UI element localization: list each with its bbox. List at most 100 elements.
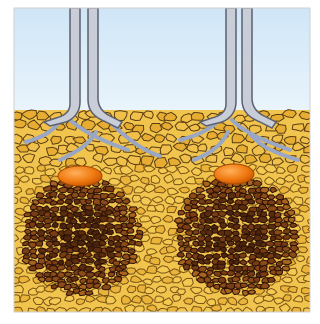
soil-grain — [20, 316, 30, 324]
soil-grain — [100, 319, 111, 324]
aggregate-grain — [260, 187, 269, 193]
aggregate-grain — [196, 187, 204, 192]
aggregate-grain — [80, 278, 86, 283]
soil-grain — [183, 316, 194, 323]
aggregate-grain — [267, 200, 276, 205]
soil-grain — [230, 319, 239, 324]
soil-grain — [311, 185, 320, 193]
soil-grain — [43, 317, 53, 323]
aggregate-grain — [105, 247, 114, 252]
soil-grain — [302, 308, 313, 315]
aggregate-grain — [93, 247, 102, 253]
aggregate-grain — [212, 254, 220, 259]
aggregate-grain — [77, 240, 86, 246]
soil-grain — [157, 286, 167, 293]
aggregate-grain — [135, 234, 142, 239]
soil-grain — [282, 315, 295, 323]
soil-grain — [263, 295, 274, 301]
soil-grain — [132, 195, 141, 202]
aggregate-grain — [232, 276, 241, 281]
aggregate-grain — [35, 241, 42, 246]
soil-grain — [154, 158, 167, 168]
aggregate-grain — [38, 248, 47, 253]
aggregate-grain — [260, 229, 267, 234]
soil-grain — [207, 299, 216, 306]
soil-grain — [65, 315, 77, 323]
soil-grain — [309, 208, 320, 216]
aggregate-grain — [116, 192, 125, 198]
soil-grain — [54, 318, 67, 324]
aggregate-grain — [190, 248, 197, 253]
soil-grain — [217, 315, 228, 323]
capsule-right — [214, 164, 254, 184]
aggregate-grain — [228, 199, 234, 204]
aggregate-grain — [50, 200, 57, 205]
aggregate-grain — [50, 207, 58, 212]
soil-grain — [194, 295, 206, 304]
soil-grain — [153, 276, 162, 282]
aggregate-grain — [87, 237, 94, 242]
aggregate-grain — [105, 186, 114, 192]
aggregate-grain — [224, 230, 232, 236]
soil-grain — [301, 288, 312, 294]
aggregate-grain — [214, 247, 221, 252]
aggregate-grain — [79, 216, 86, 222]
aggregate-grain — [262, 235, 269, 240]
aggregate-grain — [267, 277, 275, 282]
aggregate-grain — [29, 222, 35, 228]
soil-grain — [139, 216, 151, 222]
soil-grain — [313, 135, 320, 142]
soil-grain — [207, 317, 216, 323]
aggregate-grain — [37, 230, 45, 237]
aggregate-grain — [58, 194, 65, 200]
soil-grain — [198, 316, 208, 322]
soil-grain — [105, 317, 117, 324]
soil-grain — [275, 314, 287, 324]
soil-grain — [192, 306, 203, 314]
aggregate-grain — [85, 210, 94, 216]
soil-grain — [76, 299, 84, 305]
soil-grain — [14, 119, 26, 127]
soil-grain — [154, 135, 164, 143]
soil-grain — [265, 307, 274, 313]
soil-grain — [250, 316, 261, 324]
soil-grain — [151, 317, 163, 324]
soil-grain — [11, 285, 23, 292]
aggregate-grain — [220, 247, 227, 252]
soil-grain — [173, 179, 183, 185]
aggregate-grain — [177, 228, 184, 233]
soil-grain — [118, 317, 129, 323]
soil-grain — [238, 318, 247, 324]
aggregate-grain — [71, 276, 79, 281]
soil-grain — [155, 226, 165, 234]
soil-grain — [74, 317, 85, 324]
soil-grain — [284, 137, 296, 145]
soil-grain — [9, 134, 22, 144]
soil-grain — [25, 167, 34, 174]
aggregate-grain — [119, 271, 128, 276]
aggregate-grain — [179, 246, 185, 251]
soil-grain — [312, 268, 320, 275]
aggregate-grain — [291, 230, 298, 234]
aggregate-grain — [283, 235, 291, 240]
aggregate-grain — [128, 249, 135, 254]
aggregate-grain — [105, 210, 112, 215]
soil-grain — [304, 176, 314, 183]
aggregate-grain — [282, 247, 290, 252]
soil-grain — [313, 307, 320, 314]
aggregate-grain — [212, 229, 218, 234]
aggregate-grain — [86, 272, 94, 277]
aggregate-grain — [261, 212, 267, 217]
aggregate-grain — [248, 199, 255, 203]
soil-grain — [263, 315, 274, 322]
aggregate-grain — [275, 222, 282, 226]
soil-grain — [314, 123, 320, 132]
aggregate-grain — [217, 264, 225, 269]
soil-grain — [37, 165, 46, 171]
soil-grain — [311, 167, 320, 174]
soil-grain — [312, 113, 320, 120]
aggregate-grain — [127, 228, 134, 233]
soil-grain — [26, 189, 34, 195]
aggregate-grain — [53, 241, 61, 246]
